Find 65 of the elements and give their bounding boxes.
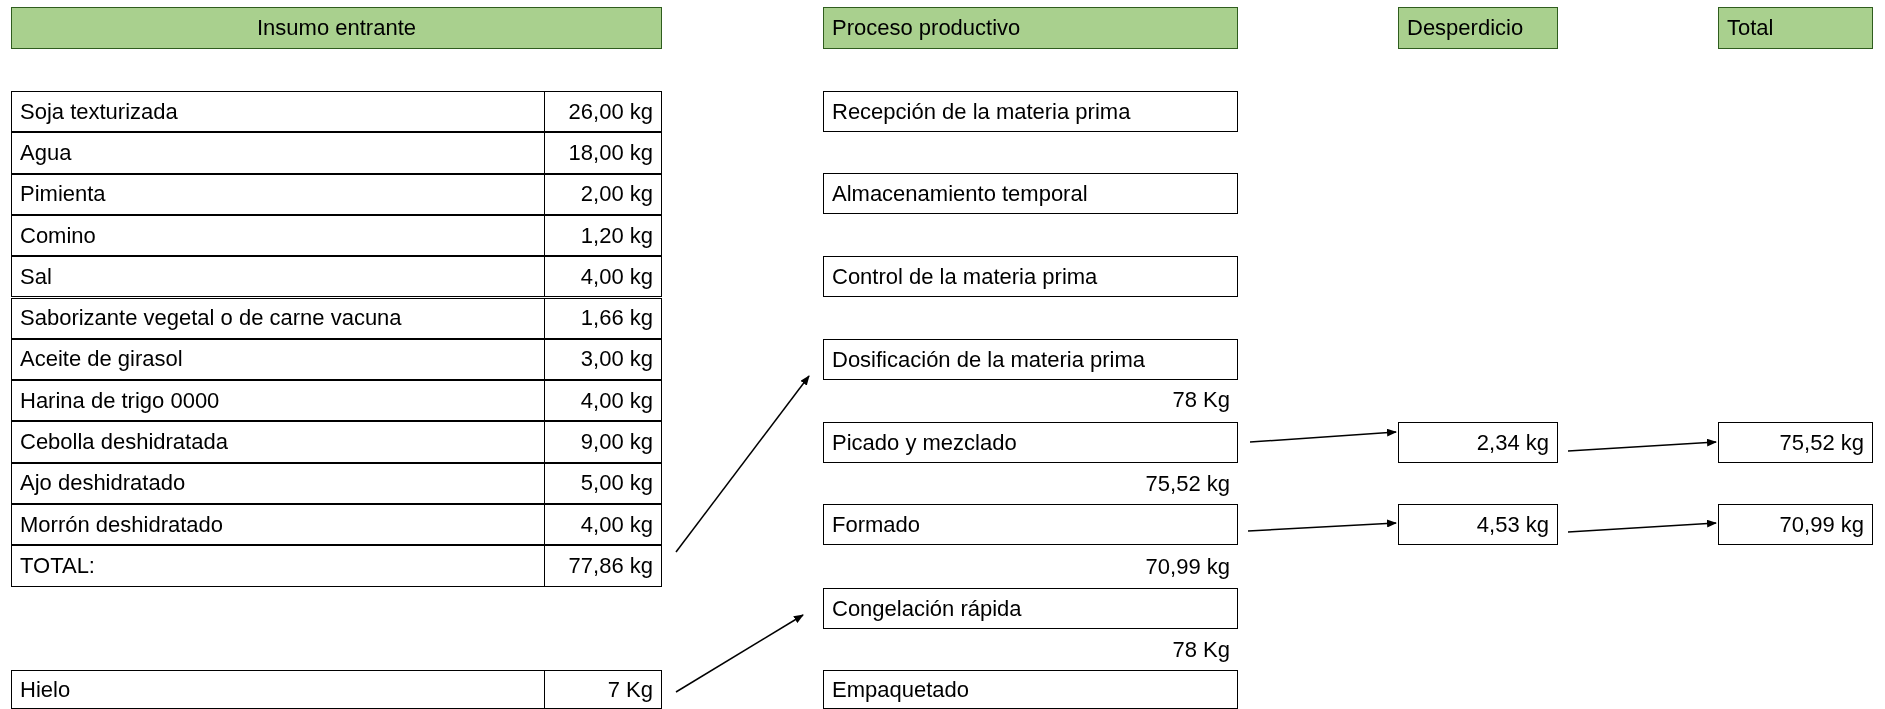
table-row [11,338,662,381]
header-band: Total [1718,7,1873,49]
ingredient-name: Morrón deshidratado [19,510,224,539]
header-band: Insumo entrante [11,7,662,49]
arrow [1247,519,1397,532]
ingredient-name: Comino [19,221,97,250]
table-row [11,462,662,504]
table-row [11,380,662,422]
table-row [11,297,662,339]
quantity-cell: 2,00 kg [544,174,661,214]
ingredient-name: Agua [19,138,73,167]
quantity-cell: 4,00 kg [544,381,661,421]
table-row [11,256,662,298]
arrow [1567,519,1717,533]
process-box: Almacenamiento temporal [823,173,1238,214]
quantity-label: 75,52 kg [1145,471,1230,497]
quantity-cell: 4,00 kg [544,505,661,545]
arrow [1567,438,1717,452]
quantity-cell: 1,66 kg [544,298,661,338]
ingredient-name: Hielo [19,675,72,704]
process-box: Congelación rápida [823,588,1238,629]
process-box: Formado [823,504,1238,545]
arrow [675,375,810,553]
quantity-cell: 4,00 kg [544,257,661,297]
header-band: Proceso productivo [823,7,1238,49]
value-box: 70,99 kg [1718,504,1873,545]
quantity-cell: 9,00 kg [544,422,661,462]
quantity-label: 78 Kg [1172,637,1230,663]
ingredient-name: Soja texturizada [19,97,179,126]
table-row [11,214,662,257]
ingredient-name: Cebolla deshidratada [19,428,229,457]
ingredient-name: Ajo deshidratado [19,469,187,498]
process-box: Empaquetado [823,670,1238,709]
arrow [1249,428,1397,443]
process-box: Picado y mezclado [823,422,1238,463]
process-box: Recepción de la materia prima [823,91,1238,132]
quantity-label: 70,99 kg [1145,554,1230,580]
value-box: 75,52 kg [1718,422,1873,463]
quantity-cell: 77,86 kg [544,546,661,586]
process-box: Dosificación de la materia prima [823,339,1238,380]
quantity-cell: 26,00 kg [544,92,661,132]
header-band: Desperdicio [1398,7,1558,49]
table-row [11,421,662,463]
table-row [11,91,662,133]
ingredient-name: Saborizante vegetal o de carne vacuna [19,304,403,333]
quantity-cell: 5,00 kg [544,463,661,503]
table-row [11,132,662,174]
arrow [675,614,804,693]
quantity-label: 78 Kg [1172,387,1230,413]
ingredient-name: Aceite de girasol [19,345,184,374]
ingredient-name: Sal [19,262,53,291]
table-row [11,670,662,709]
quantity-cell: 1,20 kg [544,215,661,256]
quantity-cell: 7 Kg [544,671,661,708]
ingredient-name: Pimienta [19,180,107,209]
quantity-cell: 3,00 kg [544,339,661,380]
ingredient-name: TOTAL: [19,551,96,580]
table-row [11,545,662,587]
process-box: Control de la materia prima [823,256,1238,297]
ingredient-name: Harina de trigo 0000 [19,386,221,415]
value-box: 2,34 kg [1398,422,1558,463]
table-row [11,173,662,215]
value-box: 4,53 kg [1398,504,1558,545]
table-row [11,504,662,546]
quantity-cell: 18,00 kg [544,133,661,173]
